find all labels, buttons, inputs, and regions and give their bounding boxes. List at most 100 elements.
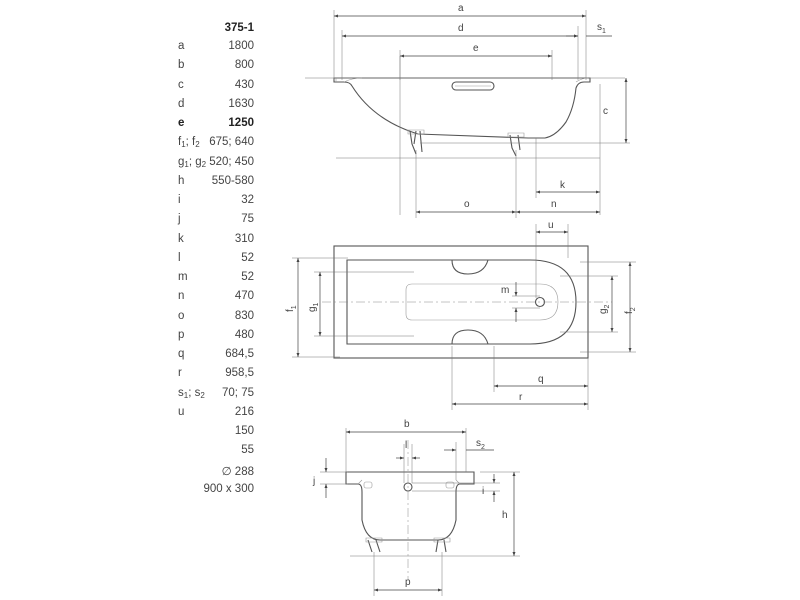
side-handle [451,81,495,91]
dimension-value: 52 [241,271,254,283]
dimension-value: 75 [241,213,254,226]
dimension-value: 310 [234,232,254,245]
dim-label-r: r [519,392,523,403]
dimension-value: 520; 450 [209,155,254,168]
dim-label-m: m [501,285,509,296]
dimension-value: 900 x 300 [203,482,254,495]
dim-label-u: u [548,220,554,231]
dimension-row-r: r 958,5 [0,367,270,386]
dimension-label: p [178,328,185,341]
dimension-row-q: q 684,5 [0,348,270,367]
dimension-row-p: p 480 [0,329,270,348]
end-view: b s2 l j i h p [312,419,520,596]
dimension-label: d [178,97,185,110]
dimension-row-b: b 800 [0,59,270,78]
dimension-row-c: c 430 [0,79,270,98]
dim-label-a: a [458,3,464,14]
dimension-value: 684,5 [225,348,254,360]
dimension-value: 430 [234,78,254,91]
dimension-table: 375-1 a 1800 b 800 c 430 d 1630 e 1250 f1; f2 675; … [0,0,270,600]
dimension-row-i: i 32 [0,194,270,213]
dim-label-j: j [312,476,315,487]
dimension-value: 216 [234,405,254,418]
dim-label-q: q [538,374,544,385]
dimension-row-u: u 216 [0,406,270,425]
dim-label-o: o [464,199,470,210]
dimension-label: r [178,367,182,380]
dimension-row-extra4: 900 x 300 [0,483,270,502]
dim-label-c: c [603,106,608,117]
dimension-label: e [178,117,185,129]
dimension-value: 480 [234,328,254,341]
dimension-row-extra1: 150 [0,425,270,444]
dimension-label: s1; s2 [178,386,205,400]
dimension-value: 1630 [228,97,254,110]
model-number-row: 375-1 [0,22,270,41]
dimension-label: a [178,40,185,52]
dim-label-l: l [405,440,407,451]
dim-label-k: k [560,180,566,191]
dimension-row-m: m 52 [0,271,270,290]
dim-label-f2: f2 [624,307,637,314]
dim-label-g2: g2 [598,304,611,314]
dimension-label: j [178,213,181,226]
dimension-row-a: a 1800 [0,40,270,59]
dim-label-g1: g1 [307,302,320,312]
dimension-label: m [178,271,188,283]
top-view-tub-outline [333,245,589,359]
dimension-label: c [178,78,184,91]
top-view: f1 g1 g2 f2 u m q r [285,220,637,410]
dimension-label: f1; f2 [178,136,200,150]
dimension-value: 32 [241,194,254,206]
dimension-row-o: o 830 [0,310,270,329]
top-handle-lower [451,329,489,345]
dimension-value: 70; 75 [222,386,254,399]
dim-label-s1: s1 [597,22,606,35]
dim-label-p: p [405,577,411,588]
dimension-row-d: d 1630 [0,98,270,117]
end-view-tub-outline [345,471,475,553]
dimension-value: 830 [234,309,254,322]
dim-label-e: e [473,43,479,54]
dimension-value: 55 [241,444,254,457]
dim-label-i: i [482,486,484,497]
dimension-label: q [178,348,185,360]
dimension-row-j: j 75 [0,213,270,232]
dimension-value: 958,5 [225,367,254,380]
dimension-label: h [178,174,185,187]
side-view-tub-outline [333,77,591,157]
dim-label-n: n [551,199,557,210]
dimension-value: 675; 640 [209,136,254,149]
dimension-value: 150 [234,425,254,437]
dimension-row-f: f1; f2 675; 640 [0,136,270,155]
dim-label-b: b [404,419,410,430]
side-view: a d s1 e c k o n [305,3,630,218]
dim-label-h: h [502,510,508,521]
dimension-label: u [178,405,185,418]
dimension-label: i [178,194,181,206]
dimension-label: b [178,59,185,72]
model-number: 375-1 [224,22,254,34]
dim-label-s2: s2 [476,438,485,451]
dimension-label: g1; g2 [178,155,207,169]
dimension-row-extra3: ∅ 288 [0,464,270,483]
dimension-row-l: l 52 [0,252,270,271]
dimension-row-e: e 1250 [0,117,270,136]
dimension-value: 1250 [228,117,254,129]
dimension-row-s: s1; s2 70; 75 [0,387,270,406]
dimension-value: 550-580 [211,174,254,187]
dimension-label: l [178,251,181,264]
dimension-value: 1800 [228,40,254,52]
dimension-row-h: h 550-580 [0,175,270,194]
dimension-value: 52 [241,251,254,264]
dimension-label: n [178,290,185,303]
dim-label-f1: f1 [285,305,298,312]
dimension-value: 800 [234,59,254,72]
dimension-label: o [178,309,185,322]
dimension-value: ∅ 288 [221,465,254,478]
dim-label-d: d [458,23,464,34]
